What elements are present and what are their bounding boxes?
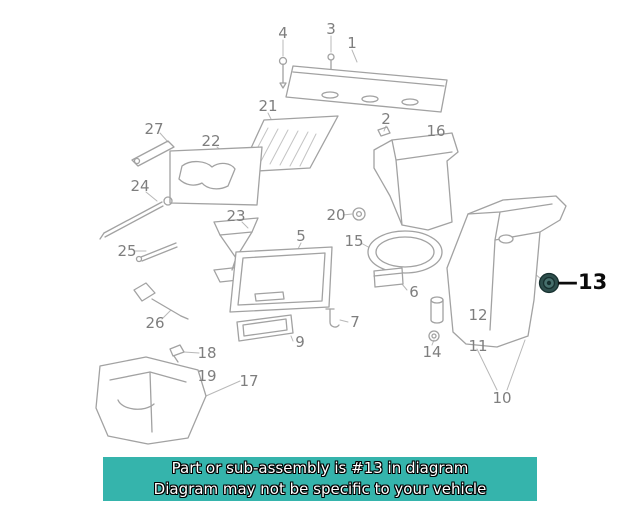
caption-line-1: Part or sub-assembly is #13 in diagram (171, 459, 469, 477)
part-callout-6: 6 (409, 283, 419, 301)
part-callout-9: 9 (295, 333, 305, 351)
part-16-bracket (373, 132, 459, 231)
part-24-jack-rod (99, 196, 173, 240)
part-callout-15: 15 (344, 232, 364, 250)
part-callout-5: 5 (296, 227, 306, 245)
part-1-shelf-panel (285, 65, 448, 113)
caption-banner: Part or sub-assembly is #13 in diagram D… (103, 457, 537, 501)
part-22-tool-tray (169, 146, 263, 206)
part-14-grommet (428, 330, 440, 342)
part-callout-4: 4 (278, 24, 288, 42)
part-callout-1: 1 (347, 34, 357, 52)
part-10-side-panel (446, 195, 567, 348)
part-26-screwdriver (133, 282, 189, 320)
part-callout-14: 14 (422, 343, 442, 361)
caption-line-2: Diagram may not be specific to your vehi… (153, 480, 487, 498)
part-callout-11: 11 (468, 337, 488, 355)
part-callout-21: 21 (258, 97, 278, 115)
part-25-rod (135, 242, 178, 263)
part-15-ring (367, 230, 443, 274)
highlight-part-label: —13 (557, 270, 608, 295)
part-2-clip (377, 126, 391, 137)
part-callout-23: 23 (226, 207, 246, 225)
part-callout-2: 2 (381, 110, 391, 128)
part-callout-25: 25 (117, 242, 137, 260)
part-callout-19: 19 (197, 367, 217, 385)
part-callout-26: 26 (145, 314, 165, 332)
part-small-cylinder (430, 296, 444, 324)
part-13-highlighted-grommet (538, 272, 560, 294)
part-20-grommet (352, 207, 366, 221)
part-callout-7: 7 (350, 313, 360, 331)
part-callout-10: 10 (492, 389, 512, 407)
part-7-hook (325, 308, 340, 328)
part-callout-27: 27 (144, 120, 164, 138)
part-callout-16: 16 (426, 122, 446, 140)
part-9-frame (236, 314, 294, 342)
part-callout-3: 3 (326, 20, 336, 38)
part-6-box (373, 267, 404, 288)
part-callout-22: 22 (201, 132, 221, 150)
part-4-screw (278, 56, 288, 89)
part-27-tool-bar (131, 140, 175, 167)
part-callout-20: 20 (326, 206, 346, 224)
part-5-floor-mat (229, 246, 333, 313)
part-callout-12: 12 (468, 306, 488, 324)
part-callout-24: 24 (130, 177, 150, 195)
part-callout-18: 18 (197, 344, 217, 362)
part-17-quarter-panel (95, 356, 207, 445)
part-callout-17: 17 (239, 372, 259, 390)
part-18-clip (169, 344, 185, 363)
